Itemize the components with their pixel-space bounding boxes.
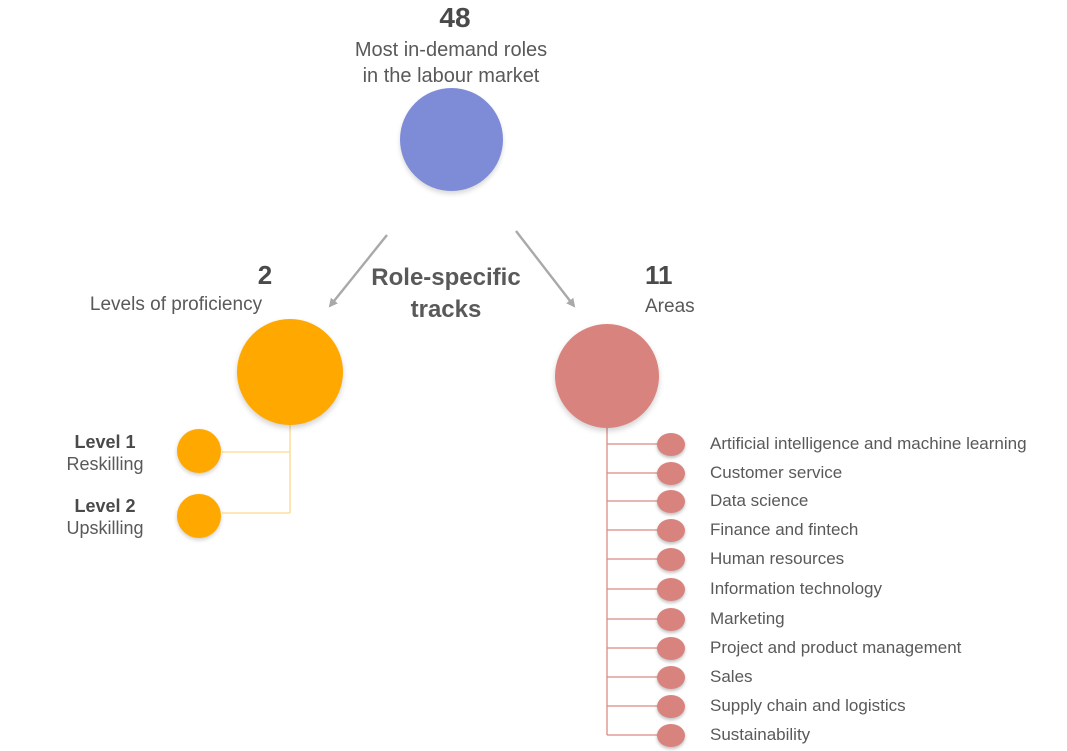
area-label: Marketing [710,609,785,628]
area-label: Sales [710,667,753,686]
area-dot [657,461,685,485]
area-row: Project and product management [657,636,961,660]
area-dot [657,547,685,571]
proficiency-node-circle [237,319,343,425]
area-dot [657,432,685,456]
area-label: Artificial intelligence and machine lear… [710,434,1027,453]
root-count: 48 [439,2,471,33]
area-dot [657,694,685,718]
area-row: Artificial intelligence and machine lear… [657,432,1027,456]
area-dot [657,665,685,689]
left-connector-line [222,423,291,514]
area-row: Sustainability [657,723,810,747]
area-row: Information technology [657,577,882,601]
area-dot [657,489,685,513]
area-label: Sustainability [710,725,811,744]
area-row: Data science [657,489,808,513]
area-label: Data science [710,491,809,510]
areas-node-circle [555,324,659,428]
center-label-line2: tracks [410,296,482,323]
level-1-text: Level 1 Reskilling [30,431,180,475]
center-label-line1: Role-specific [371,264,521,291]
proficiency-count: 2 [257,260,273,290]
level-1-subtitle: Reskilling [66,454,144,474]
areas-label: Areas [645,296,695,317]
area-dot [657,607,685,631]
area-row: Marketing [657,607,785,631]
area-dot [657,577,685,601]
center-label: Role-specific tracks [346,262,546,326]
area-label: Supply chain and logistics [710,696,906,715]
level-2-subtitle: Upskilling [66,518,144,538]
root-label: Most in-demand roles in the labour marke… [301,37,601,89]
level-2-title: Level 2 [74,496,136,516]
proficiency-label: Levels of proficiency [89,294,263,315]
area-row: Finance and fintech [657,518,858,542]
area-dot [657,518,685,542]
area-dot [657,723,685,747]
level-1-title: Level 1 [74,432,136,452]
area-label: Project and product management [710,638,962,657]
area-label: Information technology [710,579,882,598]
level-1-dot [177,429,221,473]
area-label: Finance and fintech [710,520,859,539]
root-node-circle [400,88,503,191]
root-label-line1: Most in-demand roles [354,39,548,61]
root-label-line2: in the labour market [362,65,540,87]
area-row: Sales [657,665,753,689]
area-dot [657,636,685,660]
level-2-text: Level 2 Upskilling [30,495,180,539]
right-connector-line [606,424,658,736]
area-label: Human resources [710,549,845,568]
area-row: Supply chain and logistics [657,694,906,718]
area-label: Customer service [710,463,843,482]
areas-count: 11 [645,260,673,290]
area-row: Customer service [657,461,842,485]
area-row: Human resources [657,547,844,571]
level-2-dot [177,494,221,538]
